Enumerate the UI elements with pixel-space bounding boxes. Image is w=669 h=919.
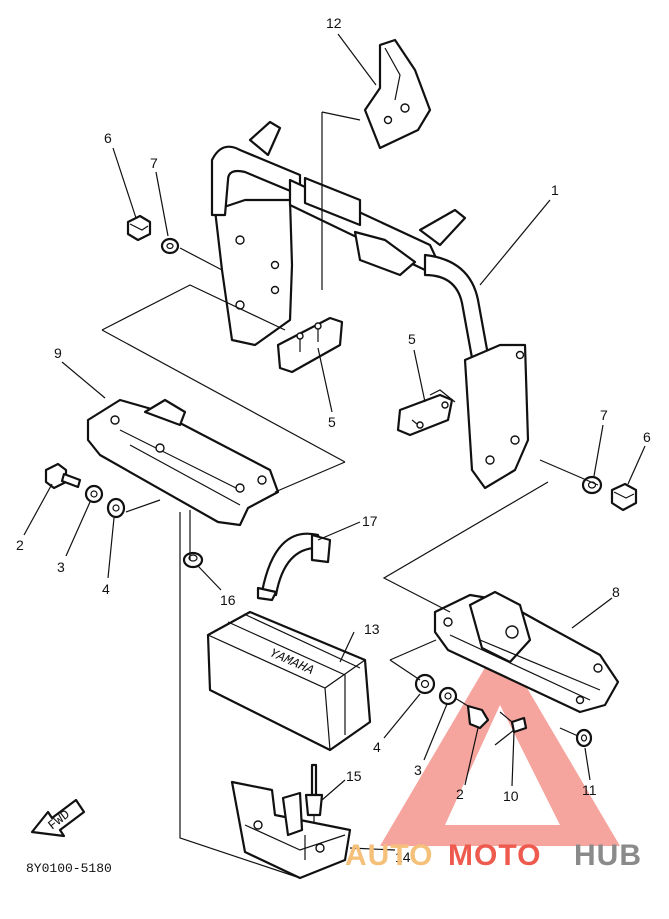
part-6-nut-right: [610, 482, 638, 512]
part-13-battery: YAMAHA: [206, 610, 372, 752]
callout-4-left: 4: [102, 581, 110, 597]
callout-2-right: 2: [456, 786, 464, 802]
alignment-lines: [101, 111, 599, 879]
fwd-arrow-icon: FWD: [30, 798, 86, 838]
part-9-bracket: [86, 398, 280, 527]
callout-13: 13: [364, 621, 380, 637]
callout-7-right: 7: [600, 407, 608, 423]
callout-3-right: 3: [414, 762, 422, 778]
callout-11: 11: [582, 782, 597, 798]
part-4-collar-left: [106, 497, 126, 519]
callout-6-right: 6: [643, 429, 651, 445]
watermark-word-moto: MOTO: [448, 839, 541, 872]
part-8-bracket: [433, 590, 620, 714]
watermark-triangle: [380, 642, 620, 846]
watermark-word-hub: HUB: [574, 839, 642, 872]
part-2-bolt-right: [466, 704, 490, 730]
callout-5-left: 5: [328, 414, 336, 430]
part-14-tray: [230, 780, 352, 880]
callout-6-left: 6: [104, 130, 112, 146]
callout-10: 10: [503, 788, 519, 804]
callout-2-left: 2: [16, 537, 24, 553]
part-17-band: [256, 532, 332, 602]
part-5-mount-left: [276, 316, 344, 374]
watermark-word-auto: AUTO: [345, 839, 433, 872]
part-11-washer: [575, 728, 593, 748]
part-7-washer-left: [160, 237, 180, 255]
part-3-washer-left: [84, 484, 104, 504]
callout-12: 12: [326, 15, 342, 31]
part-6-nut-left: [126, 214, 152, 242]
part-1-frame: [210, 120, 530, 490]
watermark-logo: AUTO MOTO HUB: [345, 839, 642, 872]
callout-4-right: 4: [373, 739, 381, 755]
callout-labels: 12 1 6 7 5 5 9 7 6 2 3 4 17 16 8 13 4 3 …: [16, 15, 651, 865]
callout-1: 1: [551, 182, 559, 198]
part-5-mount-right: [396, 389, 456, 437]
callout-7-left: 7: [150, 155, 158, 171]
part-2-bolt-left: [44, 462, 82, 490]
part-code: 8Y0100-5180: [26, 861, 112, 876]
part-10-bolt: [494, 716, 528, 746]
callout-14: 14: [395, 849, 411, 865]
callout-17: 17: [362, 513, 378, 529]
callout-3-left: 3: [57, 559, 65, 575]
callout-8: 8: [612, 584, 620, 600]
callout-16: 16: [220, 592, 236, 608]
callout-5-right: 5: [408, 331, 416, 347]
part-3-washer-right: [438, 686, 458, 706]
callout-15: 15: [346, 768, 362, 784]
part-4-collar-right: [414, 673, 436, 695]
callout-9: 9: [54, 345, 62, 361]
part-12-bracket: [363, 38, 432, 150]
callout-pointers: [23, 33, 646, 851]
part-16-grommet: [182, 551, 204, 569]
